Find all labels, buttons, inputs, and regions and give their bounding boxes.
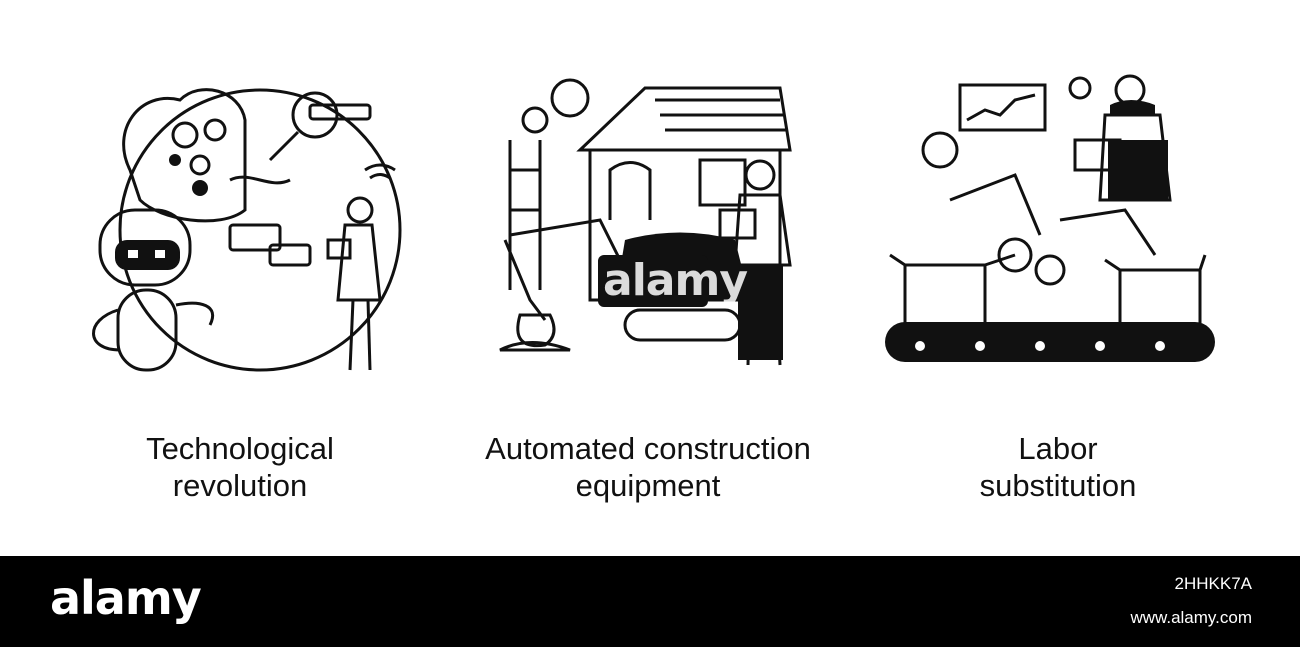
image-id: 2HHKK7A xyxy=(1174,574,1252,593)
caption-line: equipment xyxy=(575,468,721,503)
caption-labor-substitution: Labor substitution xyxy=(848,430,1268,504)
illustration-labor-substitution xyxy=(855,60,1255,400)
footer-bar: alamy 2HHKK7A www.alamy.com xyxy=(0,556,1300,647)
caption-line: substitution xyxy=(979,468,1137,503)
watermark-text: alamy xyxy=(603,255,748,306)
caption-line: Technological xyxy=(146,431,334,466)
caption-automated-construction: Automated construction equipment xyxy=(438,430,858,504)
robot-brain-globe-icon xyxy=(92,88,402,372)
caption-line: Automated construction xyxy=(485,431,811,466)
site-url[interactable]: www.alamy.com xyxy=(1130,608,1252,627)
illustration-technological-revolution xyxy=(70,60,470,400)
caption-line: revolution xyxy=(172,468,308,503)
illustration-automated-construction xyxy=(450,60,850,400)
robot-arm-conveyor-icon xyxy=(885,74,1215,362)
caption-technological-revolution: Technological revolution xyxy=(30,430,450,504)
excavator-house-icon xyxy=(499,78,792,366)
caption-line: Labor xyxy=(1018,431,1098,466)
alamy-logo[interactable]: alamy xyxy=(50,571,202,625)
